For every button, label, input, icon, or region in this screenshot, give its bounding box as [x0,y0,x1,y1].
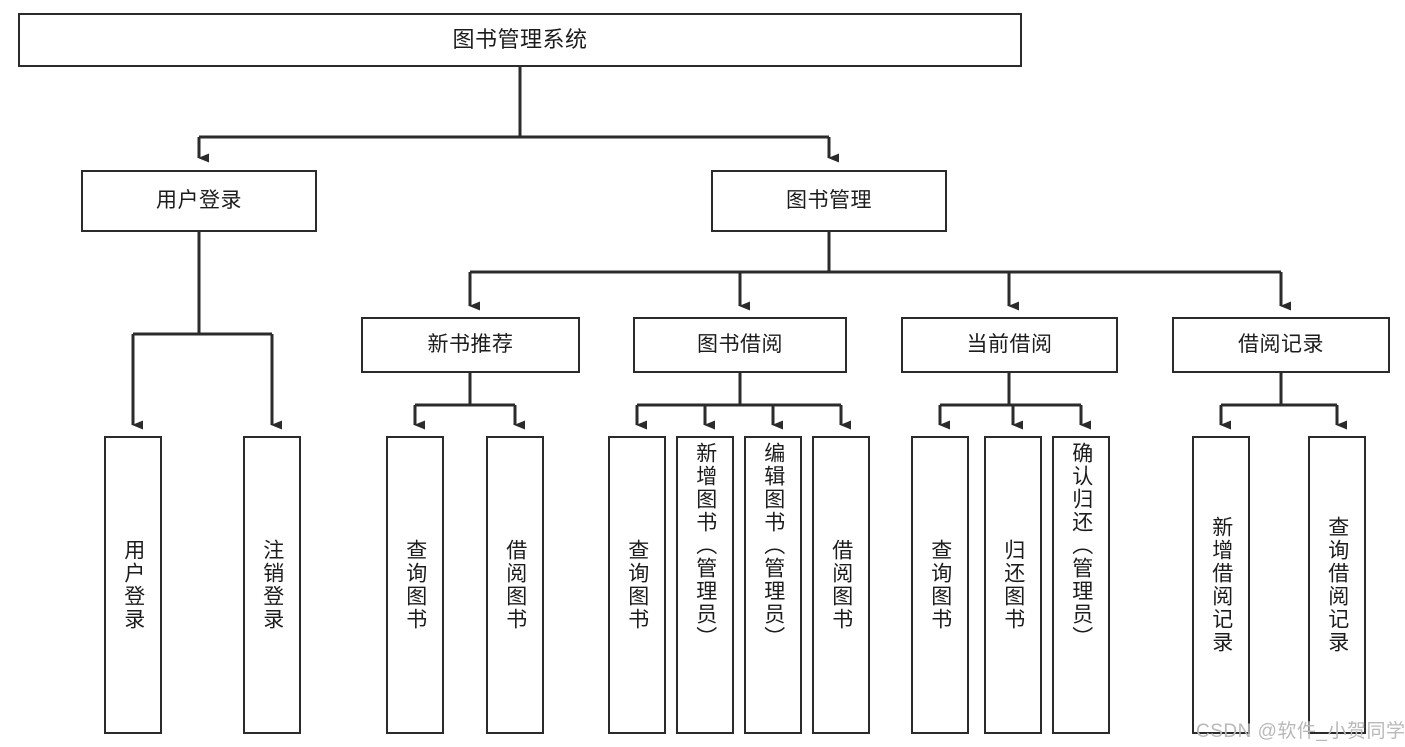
node-root[interactable]: 图书管理系统 [18,13,1022,67]
node-current-borrow-label: 当前借阅 [966,333,1053,357]
node-new-book-rec[interactable]: 新书推荐 [361,317,580,373]
node-leaf-query-book-1-label: 查询图书 [403,539,427,631]
node-book-manage[interactable]: 图书管理 [711,170,947,232]
node-leaf-edit-book-label: 编辑图书（管理员） [761,442,785,649]
node-leaf-return-book-label: 归还图书 [1001,539,1025,631]
node-leaf-borrow-book-2-label: 借阅图书 [829,539,853,631]
node-user-login[interactable]: 用户登录 [81,170,317,232]
node-leaf-return-book[interactable]: 归还图书 [984,436,1042,734]
node-new-book-rec-label: 新书推荐 [427,333,514,357]
node-leaf-confirm-return-label: 确认归还（管理员） [1069,442,1093,649]
node-book-borrow-label: 图书借阅 [697,333,783,357]
node-root-label: 图书管理系统 [452,26,588,52]
node-leaf-confirm-return[interactable]: 确认归还（管理员） [1052,436,1110,734]
node-book-borrow[interactable]: 图书借阅 [633,317,847,373]
node-leaf-query-book-3[interactable]: 查询图书 [911,436,969,734]
node-leaf-edit-book[interactable]: 编辑图书（管理员） [744,436,802,734]
node-leaf-user-login[interactable]: 用户登录 [104,436,162,734]
node-leaf-query-record[interactable]: 查询借阅记录 [1308,436,1366,734]
node-current-borrow[interactable]: 当前借阅 [901,317,1118,373]
node-leaf-add-book-label: 新增图书（管理员） [693,442,717,649]
node-leaf-query-book-1[interactable]: 查询图书 [386,436,444,734]
node-leaf-add-book[interactable]: 新增图书（管理员） [676,436,734,734]
node-leaf-logout[interactable]: 注销登录 [243,436,301,734]
node-leaf-borrow-book-1-label: 借阅图书 [503,539,527,631]
node-leaf-add-record-label: 新增借阅记录 [1209,516,1233,654]
node-leaf-borrow-book-2[interactable]: 借阅图书 [812,436,870,734]
node-leaf-add-record[interactable]: 新增借阅记录 [1192,436,1250,734]
node-borrow-record[interactable]: 借阅记录 [1172,317,1390,373]
node-leaf-logout-label: 注销登录 [260,539,284,631]
node-leaf-query-book-2-label: 查询图书 [625,539,649,631]
node-book-manage-label: 图书管理 [786,189,872,213]
node-user-login-label: 用户登录 [156,189,242,213]
node-leaf-query-book-3-label: 查询图书 [928,539,952,631]
node-leaf-query-book-2[interactable]: 查询图书 [608,436,666,734]
node-leaf-query-record-label: 查询借阅记录 [1325,516,1349,654]
node-leaf-user-login-label: 用户登录 [121,539,145,631]
node-borrow-record-label: 借阅记录 [1238,333,1324,357]
node-leaf-borrow-book-1[interactable]: 借阅图书 [486,436,544,734]
